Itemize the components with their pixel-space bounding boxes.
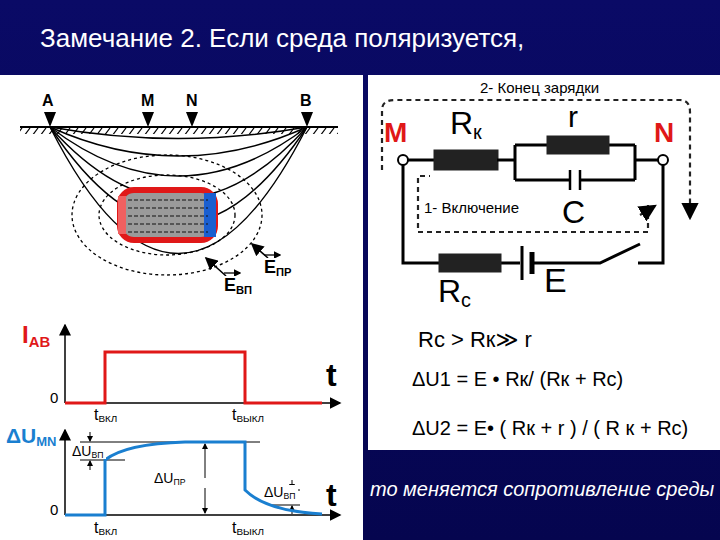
resistor-label: Rс: [438, 274, 471, 309]
axis-label: t: [326, 478, 337, 513]
source-label: E: [544, 262, 567, 299]
field-label: EВП: [222, 276, 254, 296]
terminal-label: M: [384, 118, 407, 149]
formula: Rс > Rк≫ r: [418, 328, 532, 352]
terminal-label: N: [654, 118, 674, 149]
time-label: tВЫКЛ: [232, 406, 264, 424]
slide-title: Замечание 2. Если среда поляризуется,: [40, 24, 524, 53]
voltage-label: ΔUПР: [152, 471, 188, 486]
electrode-label: B: [300, 92, 312, 110]
field-label: EПР: [262, 258, 293, 278]
axis-zero: 0: [50, 390, 58, 407]
formula: ΔU1 = E • Rк/ (Rк + Rс): [412, 368, 623, 390]
voltage-graph: [65, 430, 340, 515]
axis-zero: 0: [50, 502, 58, 519]
path-label: 1- Включение: [424, 200, 519, 217]
right-panel: [368, 75, 720, 450]
current-graph: [65, 325, 340, 403]
equivalent-circuit: [398, 137, 668, 280]
left-panel: [0, 75, 363, 540]
time-label: tВКЛ: [94, 519, 117, 537]
electrode-label: N: [186, 92, 198, 110]
resistor-label: Rк: [450, 106, 482, 141]
electrode-label: M: [141, 92, 154, 110]
axis-label: t: [326, 358, 337, 393]
axis-label: IAB: [22, 322, 50, 348]
slide-caption: то меняется сопротивление среды: [370, 478, 715, 500]
resistor-label: r: [568, 100, 578, 133]
capacitor-label: C: [562, 195, 585, 230]
electrode-label: A: [42, 92, 54, 110]
axis-label: ΔUMN: [6, 424, 57, 447]
time-label: tВЫКЛ: [232, 519, 264, 537]
time-label: tВКЛ: [94, 406, 117, 424]
voltage-label: ΔUВП: [70, 444, 106, 459]
ground-section: [20, 112, 338, 276]
formula: ΔU2 = E• ( Rк + r ) / ( R к + Rс): [412, 417, 688, 439]
voltage-label: ΔUВП: [262, 485, 298, 500]
current-paths: [382, 100, 690, 232]
path-label: 2- Конец зарядки: [478, 80, 601, 97]
